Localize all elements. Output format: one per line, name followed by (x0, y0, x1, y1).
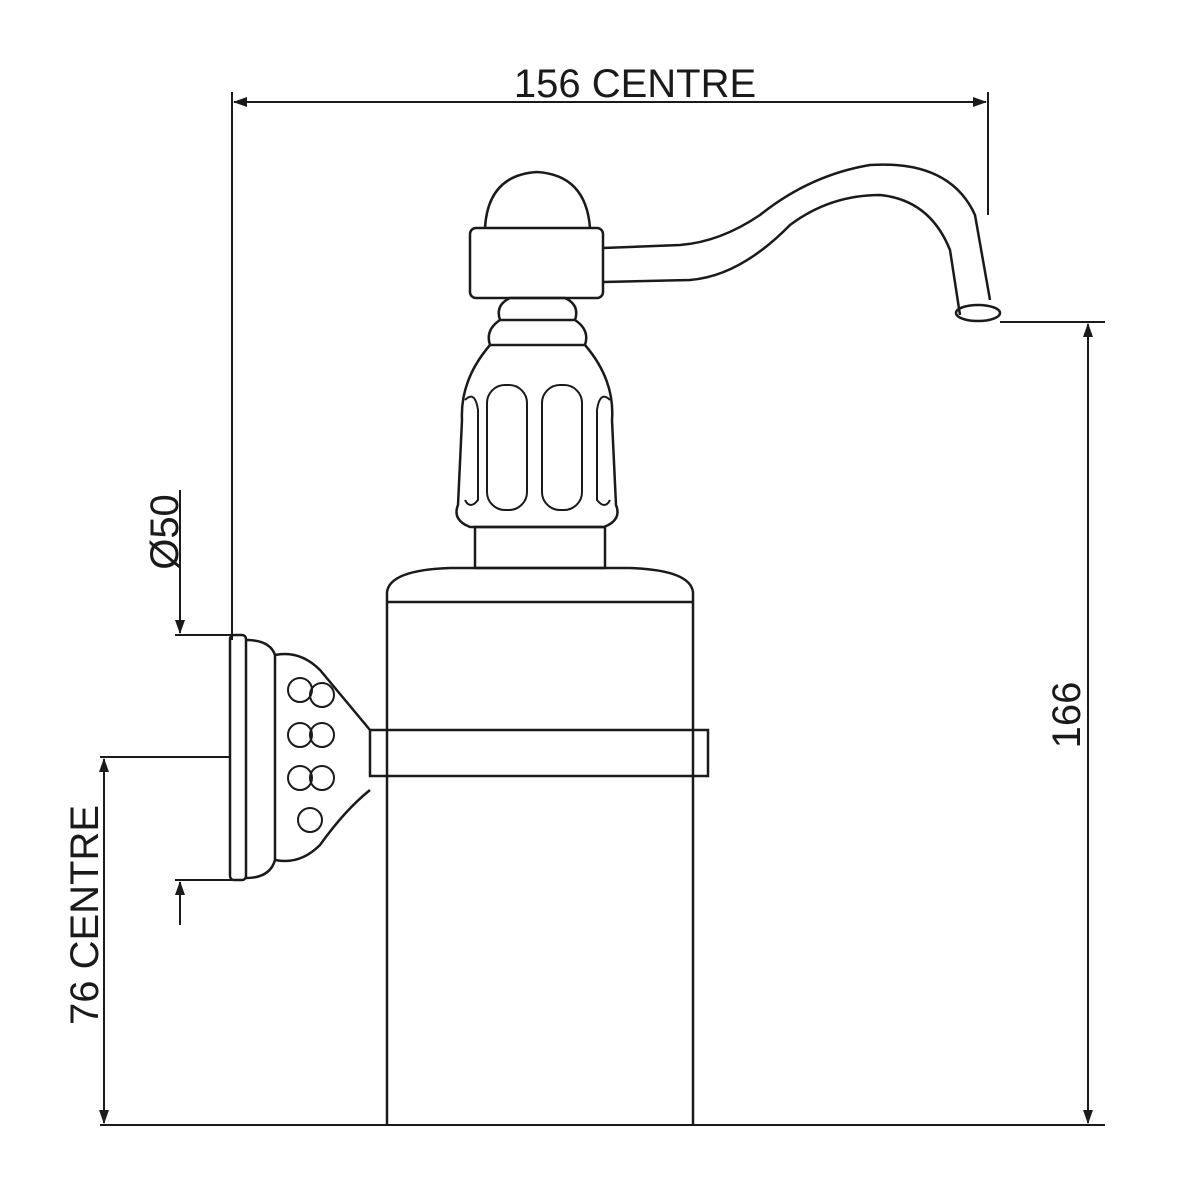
height-dimension: 166 (100, 321, 1105, 1126)
wall-plate (228, 633, 371, 882)
width-dimension: 156 CENTRE (231, 62, 989, 640)
plate-centre-dimension: 76 CENTRE (63, 756, 230, 1124)
holder-arm (368, 728, 710, 778)
width-label: 156 CENTRE (514, 62, 756, 106)
pump-head (455, 163, 1002, 570)
diameter-dimension: Ø50 (143, 490, 232, 925)
plate-centre-label: 76 CENTRE (63, 805, 107, 1025)
diameter-label: Ø50 (143, 494, 187, 570)
height-label: 166 (1045, 682, 1089, 749)
bottle (385, 566, 695, 1125)
